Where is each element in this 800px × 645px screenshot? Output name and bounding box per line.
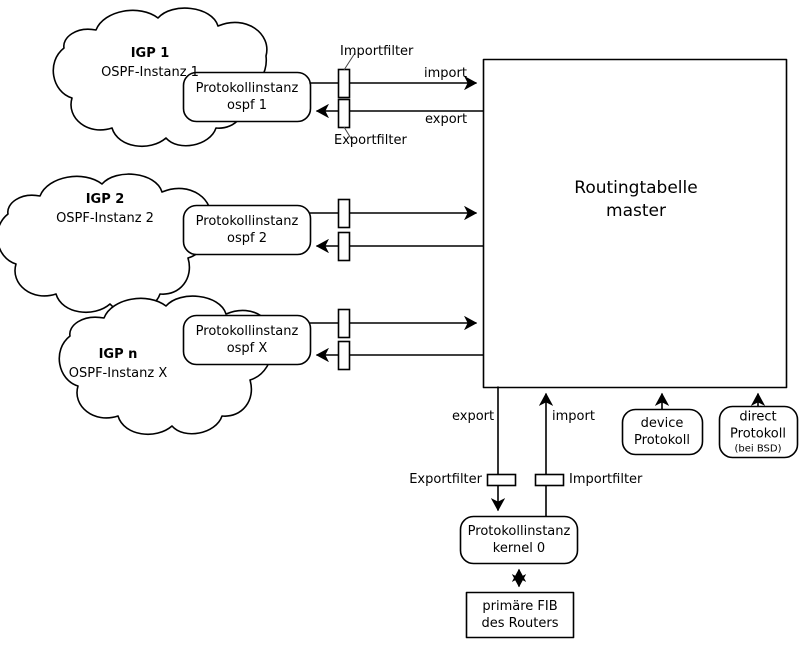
importfilter-leader [343,52,356,71]
export-flow-label-ospf1: export [425,112,468,127]
cloud-igpn-subtitle: OSPF-Instanz X [68,366,168,381]
exportfilter-leader [343,126,353,141]
cloud-igp1-name: IGP 1 [130,46,170,61]
export-flow-label-kernel: export [452,409,495,424]
primary-fib-box [465,591,575,639]
direct-protokoll-box [718,405,799,459]
exportfilter-kernel [486,473,517,487]
protocol-instance-ospf2-box [182,204,312,256]
import-flow-label-kernel: import [552,409,595,424]
importfilter-kernel [534,473,565,487]
protocol-instance-ospf1-box [182,71,312,123]
exportfilter-ospf2 [337,231,351,262]
importfilter-ospf2 [337,198,351,229]
importfilter-label-bottom: Importfilter [569,472,643,487]
exportfilter-ospfx [337,340,351,371]
cloud-igpn-name: IGP n [98,347,138,362]
exportfilter-ospf1 [337,98,351,129]
importfilter-ospf1 [337,68,351,99]
protocol-instance-ospfx-box [182,314,312,366]
cloud-igp2-name: IGP 2 [85,192,125,207]
protocol-instance-kernel0-box [459,515,579,565]
exportfilter-label-bottom: Exportfilter [409,472,482,487]
cloud-igp1-subtitle: OSPF-Instanz 1 [101,65,199,80]
cloud-igp2 [0,173,212,313]
exportfilter-label-top: Exportfilter [334,133,407,148]
importfilter-label-top: Importfilter [340,44,414,59]
cloud-igp1-label: IGP 1 OSPF-Instanz 1 [101,44,199,82]
cloud-igp2-subtitle: OSPF-Instanz 2 [56,211,154,226]
device-protokoll-box [621,408,704,456]
cloud-igpn-label: IGP n OSPF-Instanz X [69,345,168,383]
routing-table-box [482,58,788,389]
cloud-igp2-label: IGP 2 OSPF-Instanz 2 [56,190,154,228]
import-flow-label-ospf1: import [424,66,467,81]
importfilter-ospfx [337,308,351,339]
